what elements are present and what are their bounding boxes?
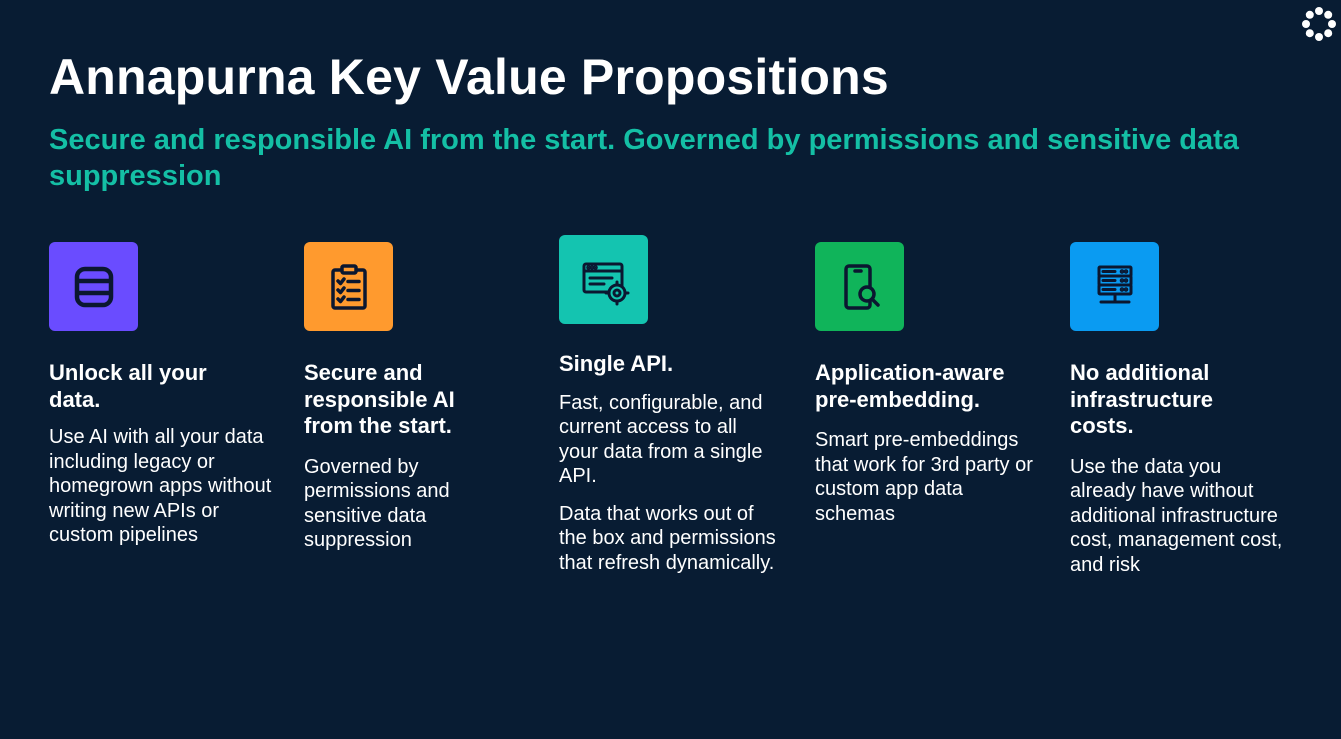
value-card-pre-embedding: Application-aware pre-embedding. Smart p…	[815, 242, 1050, 526]
card-icon-box	[559, 235, 648, 324]
card-body: Use the data you already have without ad…	[1070, 455, 1283, 576]
card-body: Fast, configurable, and current access t…	[559, 391, 763, 488]
value-card-single-api: Single API. Fast, configurable, and curr…	[559, 235, 789, 575]
page-title: Annapurna Key Value Propositions	[49, 49, 889, 105]
value-card-secure-ai: Secure and responsible AI from the start…	[304, 242, 534, 553]
card-icon-box	[49, 242, 138, 331]
card-icon-box	[815, 242, 904, 331]
card-body: Data that works out of the box and permi…	[559, 502, 776, 574]
page-subtitle: Secure and responsible AI from the start…	[49, 124, 1239, 192]
card-title: Single API.	[559, 351, 674, 376]
mobile-search-icon	[843, 263, 880, 310]
card-title: Secure and responsible AI from the start…	[304, 360, 455, 438]
value-card-no-infra-costs: No additional infrastructure costs. Use …	[1070, 242, 1310, 577]
card-body: Smart pre-embeddings that work for 3rd p…	[815, 429, 1033, 525]
value-card-unlock-data: Unlock all your data. Use AI with all yo…	[49, 242, 279, 548]
flower-logo-icon	[1302, 7, 1336, 41]
card-icon-box	[304, 242, 393, 331]
card-icon-box	[1070, 242, 1159, 331]
browser-gear-icon	[582, 262, 629, 305]
card-body: Governed by permissions and sensitive da…	[304, 455, 450, 552]
database-icon	[74, 266, 113, 307]
clipboard-checklist-icon	[330, 263, 367, 310]
card-title: Application-aware pre-embedding.	[815, 360, 1005, 412]
server-rack-icon	[1097, 265, 1132, 303]
card-title: Unlock all your data.	[49, 360, 207, 412]
card-body: Use AI with all your data including lega…	[49, 426, 272, 546]
card-title: No additional infrastructure costs.	[1070, 360, 1214, 438]
